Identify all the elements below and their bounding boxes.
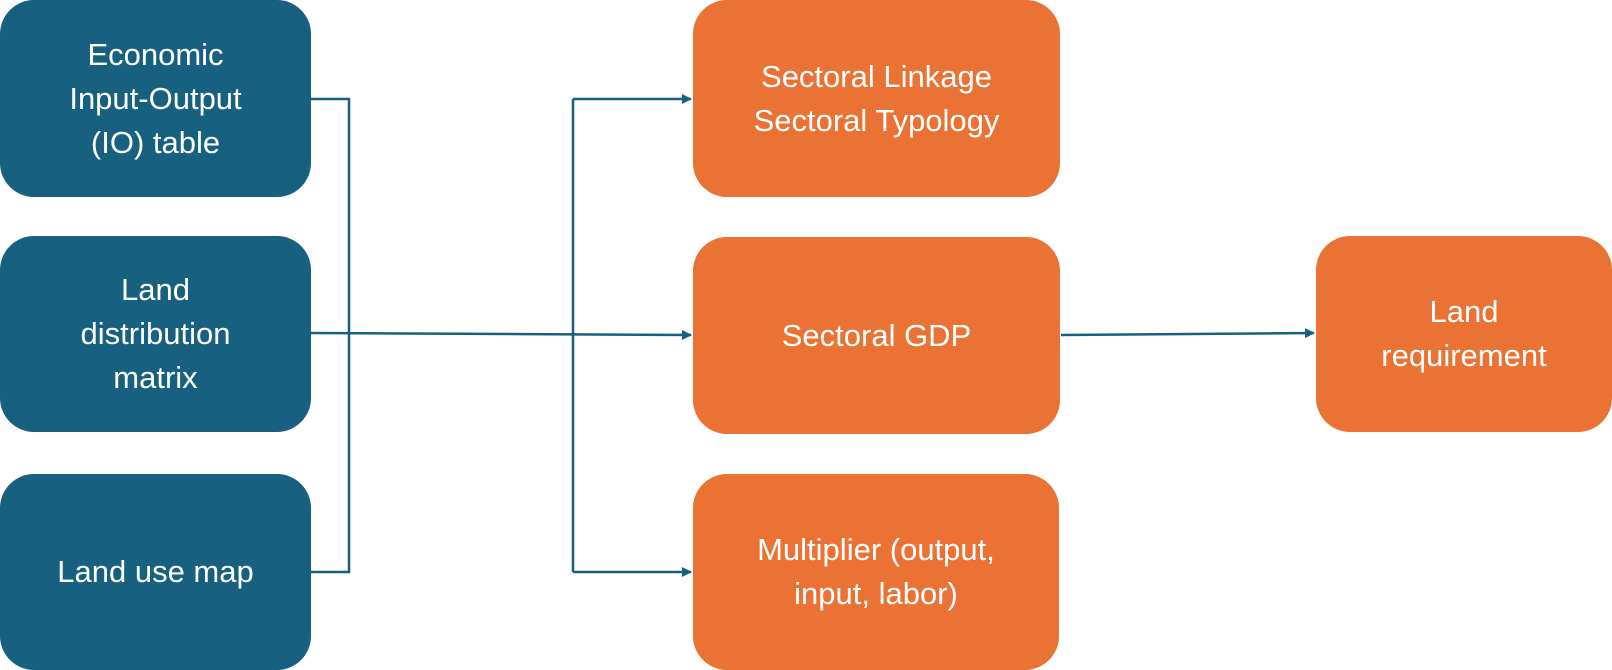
final-box-land-requirement: Land requirement: [1316, 236, 1612, 432]
input-collector-line: [311, 97, 351, 574]
input-box-label: Land distribution matrix: [80, 272, 231, 395]
output-box-multiplier: Multiplier (output, input, labor): [693, 474, 1059, 670]
input-box-label: Economic Input-Output (IO) table: [69, 36, 242, 160]
final-box-label: Land requirement: [1381, 294, 1547, 373]
input-box-io-table: Economic Input-Output (IO) table: [0, 0, 311, 197]
output-box-label: Sectoral Linkage Sectoral Typology: [753, 58, 1000, 138]
input-box-land-distribution-matrix: Land distribution matrix: [0, 236, 311, 432]
input-box-land-use-map: Land use map: [0, 474, 311, 670]
output-box-sectoral-linkage: Sectoral Linkage Sectoral Typology: [693, 0, 1060, 197]
input-box-label: Land use map: [57, 554, 254, 589]
output-box-label: Multiplier (output, input, labor): [757, 532, 995, 611]
arrow-to-land-requirement: [1060, 328, 1315, 339]
output-box-label: Sectoral GDP: [781, 317, 972, 353]
output-box-sectoral-gdp: Sectoral GDP: [693, 237, 1060, 434]
arrow-to-sectoral-gdp: [310, 329, 692, 340]
